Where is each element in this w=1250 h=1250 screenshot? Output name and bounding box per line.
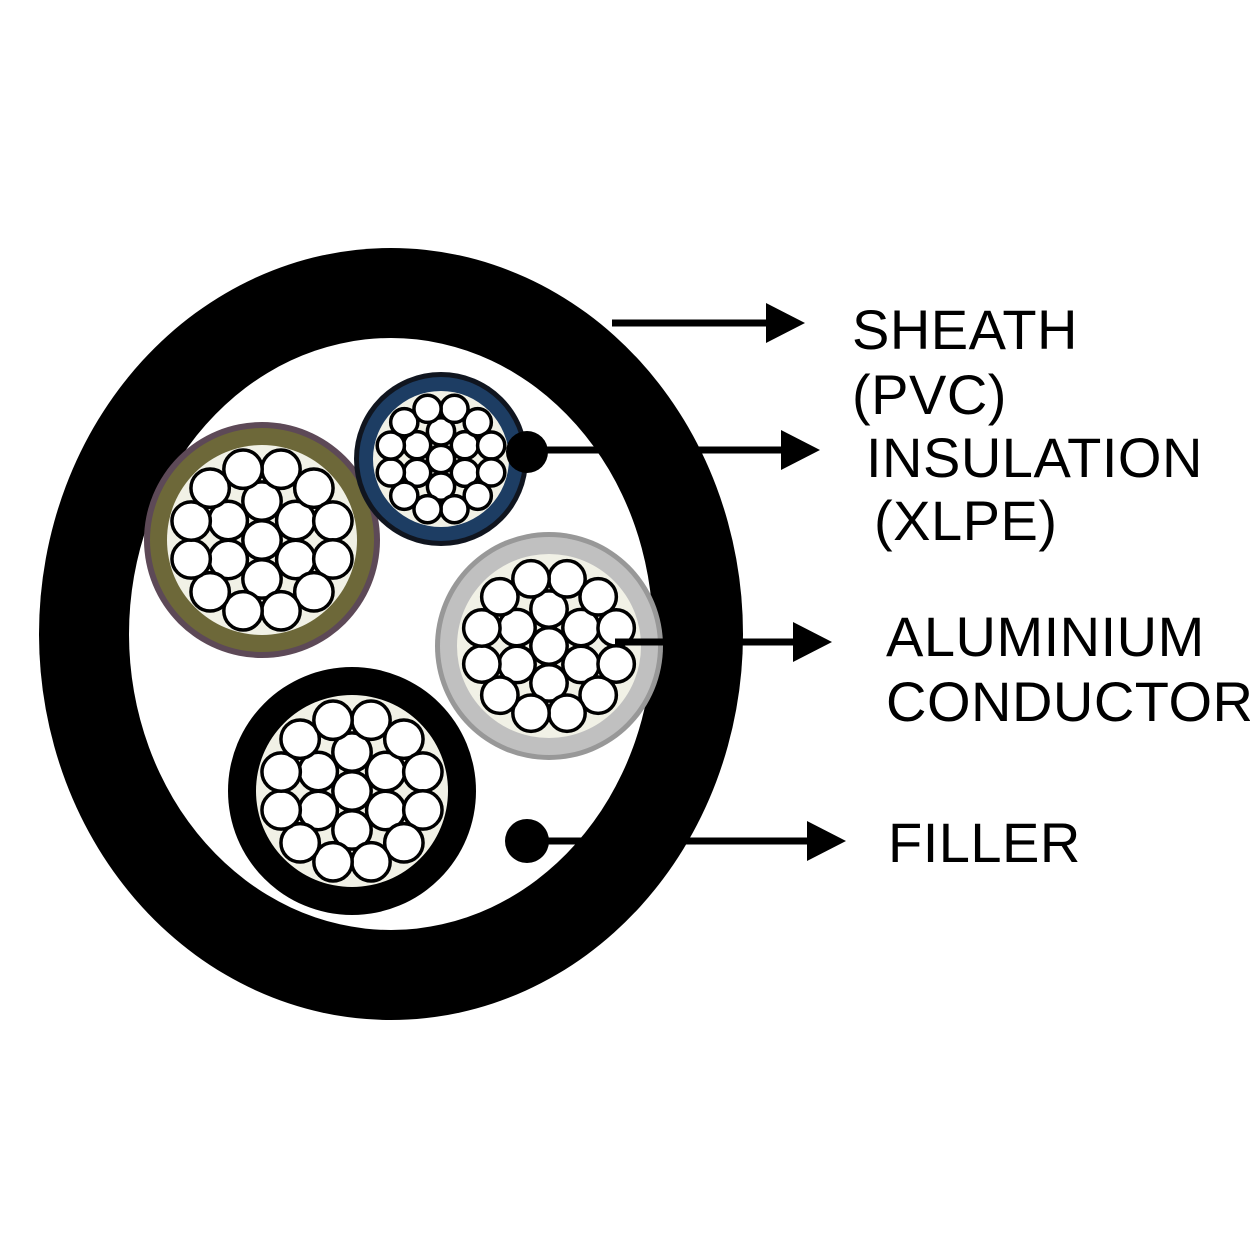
label-conductor-line2: CONDUCTOR bbox=[886, 670, 1250, 733]
conductor-strand bbox=[189, 570, 232, 613]
core-phase-top-left bbox=[144, 422, 380, 658]
conductor-strand bbox=[578, 576, 619, 617]
conductor-strand bbox=[312, 840, 354, 883]
arrow-sheath-head bbox=[766, 303, 805, 343]
conductor-strand bbox=[401, 789, 444, 831]
core-phase-top bbox=[354, 372, 528, 546]
conductor-strand bbox=[260, 789, 303, 831]
conductor-strand bbox=[382, 821, 425, 864]
conductor-strand bbox=[279, 718, 322, 761]
conductor-strand bbox=[479, 675, 520, 716]
conductor-strand bbox=[461, 644, 502, 684]
conductor-strand bbox=[388, 480, 420, 512]
conductor-strand bbox=[388, 406, 420, 438]
conductor-strand bbox=[331, 770, 373, 812]
conductor-strand bbox=[312, 699, 354, 742]
cable-cross-section bbox=[39, 248, 743, 1020]
conductor-strand bbox=[170, 500, 213, 542]
conductor-strand bbox=[547, 693, 587, 734]
conductor-strand bbox=[292, 467, 335, 510]
filler-dot-top bbox=[506, 431, 548, 473]
conductor-strand bbox=[241, 558, 283, 600]
conductor-strand bbox=[578, 675, 619, 716]
core-neutral-bottom bbox=[228, 667, 476, 915]
conductor-strand bbox=[461, 608, 502, 648]
conductor-strand bbox=[511, 558, 551, 599]
conductor-strand bbox=[412, 493, 443, 525]
conductor-strand bbox=[462, 480, 494, 512]
arrow-insulation bbox=[540, 430, 820, 470]
arrow-conductor-head bbox=[793, 622, 832, 662]
arrow-filler-head bbox=[807, 821, 846, 861]
annotations-group: SHEATH (PVC) INSULATION (XLPE) ALUMINIUM… bbox=[540, 298, 1250, 874]
conductor-strand bbox=[292, 570, 335, 613]
conductor-strand bbox=[311, 500, 354, 542]
cores-group bbox=[144, 372, 663, 915]
arrow-insulation-head bbox=[781, 430, 820, 470]
label-insulation-line1: INSULATION bbox=[866, 426, 1203, 489]
label-sheath-line2: (PVC) bbox=[852, 363, 1007, 426]
label-sheath-line1: SHEATH bbox=[852, 298, 1078, 361]
arrow-filler bbox=[540, 821, 846, 861]
conductor-strand bbox=[425, 471, 457, 502]
conductor-strand bbox=[382, 718, 425, 761]
conductor-strand bbox=[439, 493, 470, 525]
filler-dot-bottom bbox=[505, 819, 549, 863]
conductor-strand bbox=[529, 662, 569, 703]
conductor-strand bbox=[462, 406, 494, 438]
conductor-strand bbox=[475, 457, 507, 488]
conductor-strand bbox=[241, 519, 283, 561]
conductor-strand bbox=[331, 809, 373, 851]
label-conductor-line1: ALUMINIUM bbox=[886, 605, 1205, 668]
conductor-strand bbox=[170, 538, 213, 580]
arrow-sheath bbox=[612, 303, 805, 343]
conductor-strand bbox=[279, 821, 322, 864]
label-insulation-line2: (XLPE) bbox=[874, 489, 1058, 552]
conductor-strand bbox=[375, 457, 407, 488]
conductor-strand bbox=[401, 751, 444, 793]
conductor-strand bbox=[475, 430, 507, 461]
conductor-strand bbox=[350, 840, 392, 883]
core-phase-right bbox=[435, 532, 663, 760]
arrow-conductor bbox=[615, 622, 832, 662]
conductor-strand bbox=[412, 393, 443, 425]
conductor-strand bbox=[331, 731, 373, 773]
conductor-strand bbox=[222, 448, 264, 491]
label-filler: FILLER bbox=[888, 811, 1081, 874]
conductor-strand bbox=[311, 538, 354, 580]
conductor-strand bbox=[529, 589, 569, 630]
conductor-strand bbox=[241, 480, 283, 522]
conductor-strand bbox=[189, 467, 232, 510]
conductor-strand bbox=[222, 589, 264, 632]
conductor-strand bbox=[375, 430, 407, 461]
conductor-strand bbox=[425, 416, 457, 447]
conductor-strand bbox=[260, 751, 303, 793]
conductor-strand bbox=[260, 589, 302, 632]
conductor-strand bbox=[596, 644, 637, 684]
conductor-strand bbox=[479, 576, 520, 617]
conductor-strand bbox=[529, 626, 569, 666]
conductor-strand bbox=[511, 693, 551, 734]
